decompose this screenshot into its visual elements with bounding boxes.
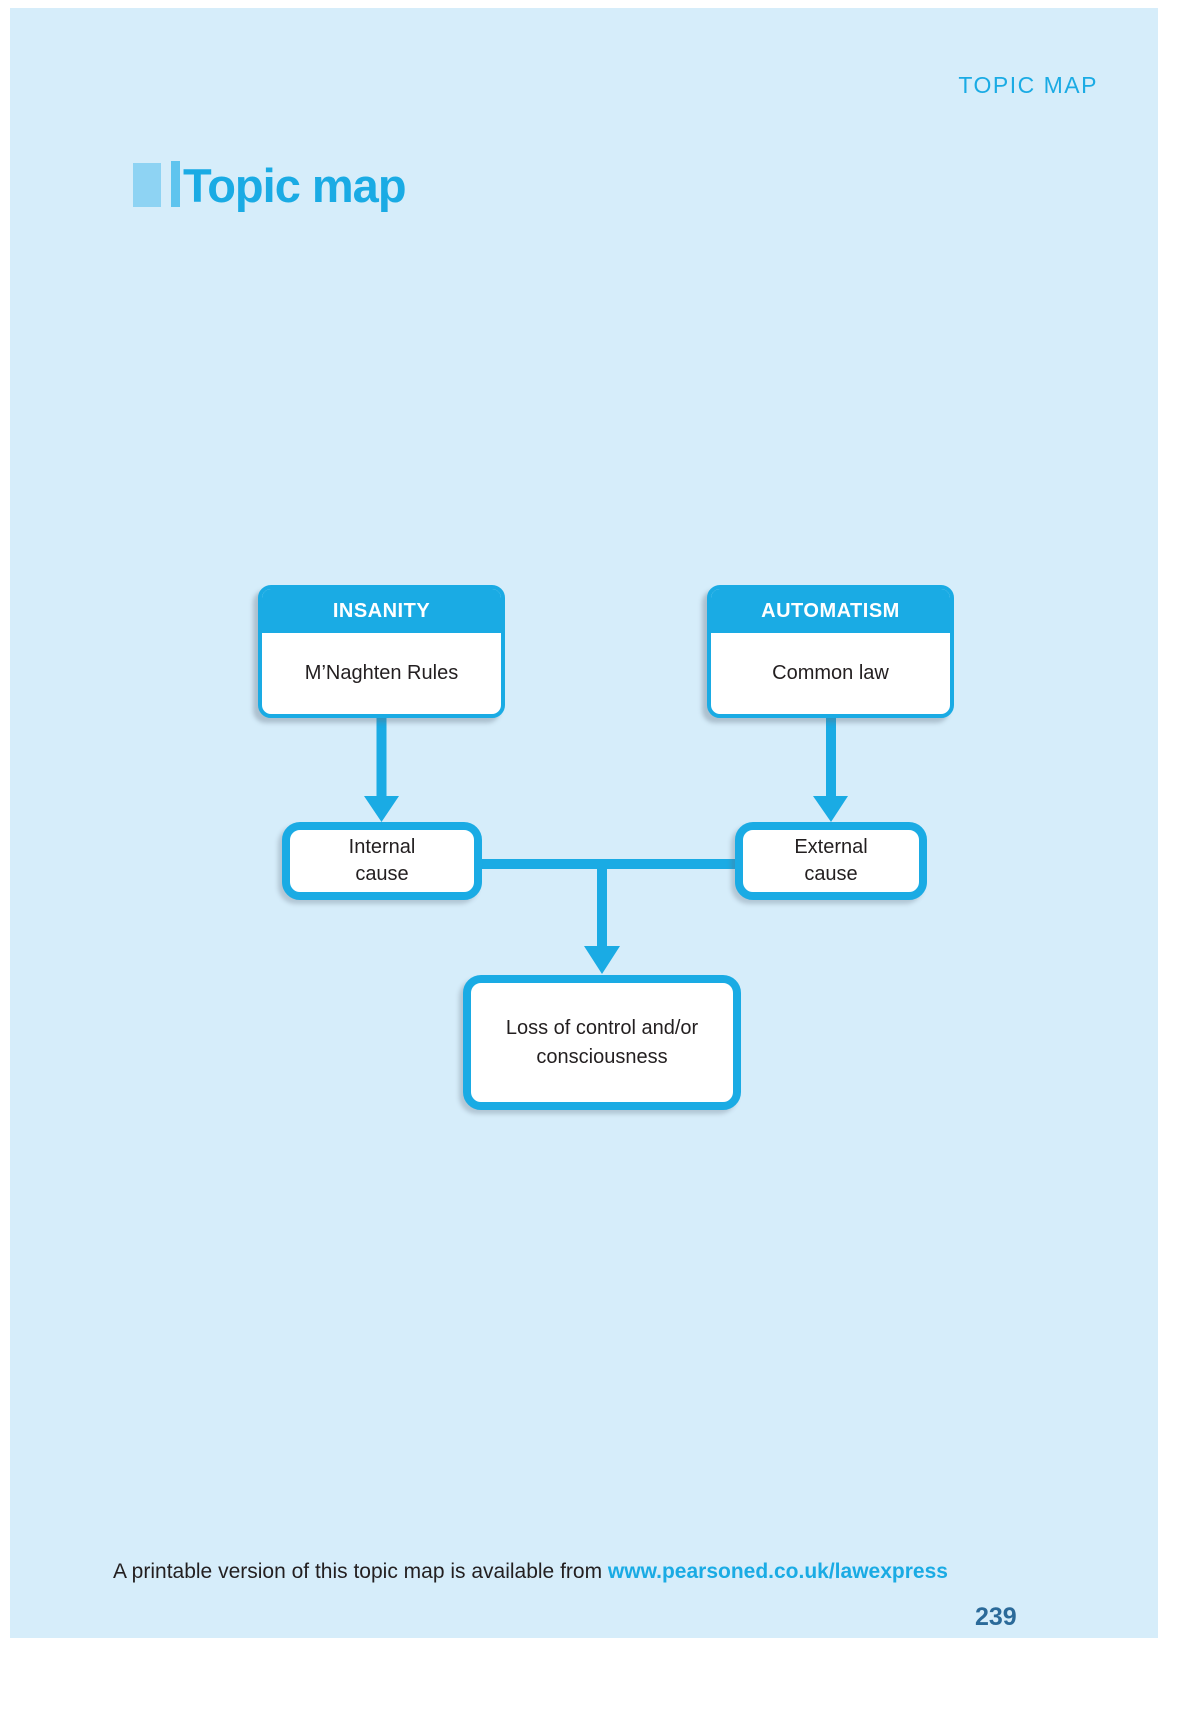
node-insanity-header: INSANITY bbox=[262, 589, 501, 633]
page-background bbox=[10, 8, 1158, 1638]
node-automatism-body: Common law bbox=[772, 662, 889, 684]
node-loss-line2: consciousness bbox=[536, 1045, 668, 1068]
title-bar-icon bbox=[171, 161, 180, 207]
node-automatism-header: AUTOMATISM bbox=[711, 589, 950, 633]
node-external-cause: External cause bbox=[735, 822, 927, 900]
node-external-cause-line1: External bbox=[794, 836, 868, 858]
node-internal-cause-line1: Internal bbox=[348, 836, 416, 858]
node-loss-line1: Loss of control and/or bbox=[505, 1016, 699, 1039]
footer-note: A printable version of this topic map is… bbox=[113, 1560, 948, 1584]
page-title: Topic map bbox=[133, 159, 407, 213]
running-header: TOPIC MAP bbox=[958, 72, 1098, 98]
node-external-cause-line2: cause bbox=[804, 863, 858, 885]
node-internal-cause: Internal cause bbox=[282, 822, 482, 900]
title-square-icon bbox=[133, 163, 161, 207]
page-title-text: Topic map bbox=[183, 159, 407, 212]
node-insanity: INSANITY M’Naghten Rules bbox=[258, 585, 505, 718]
page-number: 239 bbox=[975, 1603, 1017, 1631]
node-loss-of-control: Loss of control and/or consciousness bbox=[463, 975, 741, 1110]
node-automatism: AUTOMATISM Common law bbox=[707, 585, 954, 718]
node-insanity-body: M’Naghten Rules bbox=[304, 662, 459, 684]
footer-link[interactable]: www.pearsoned.co.uk/lawexpress bbox=[607, 1560, 948, 1583]
footer-text: A printable version of this topic map is… bbox=[113, 1560, 608, 1583]
node-internal-cause-line2: cause bbox=[355, 863, 409, 885]
